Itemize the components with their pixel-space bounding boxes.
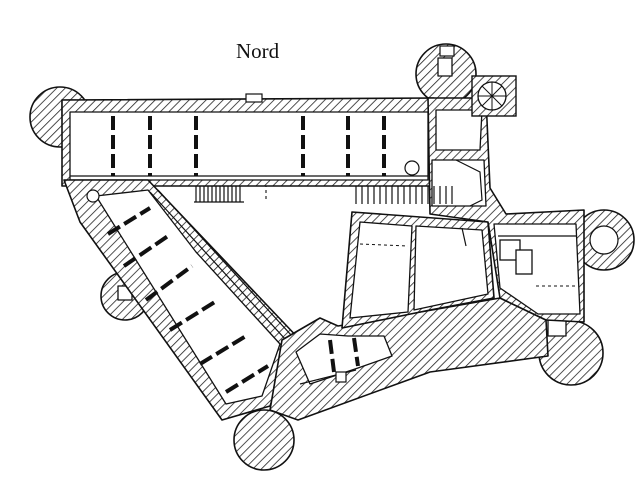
tower-east [573, 209, 635, 271]
west-wing [63, 179, 303, 421]
spiral-stair-tower [404, 75, 517, 176]
east-stair-landing [455, 159, 483, 207]
north-label: Nord [236, 39, 280, 63]
east-wing [427, 97, 585, 323]
tower-northeast [415, 43, 477, 105]
central-block [341, 211, 495, 329]
courtyard-stair-east [355, 186, 453, 204]
north-wing [61, 93, 439, 187]
courtyard-stair-west [194, 186, 244, 203]
south-wing [269, 297, 549, 421]
courtyard-dashed-outline [246, 185, 267, 200]
tower-south [233, 409, 295, 471]
